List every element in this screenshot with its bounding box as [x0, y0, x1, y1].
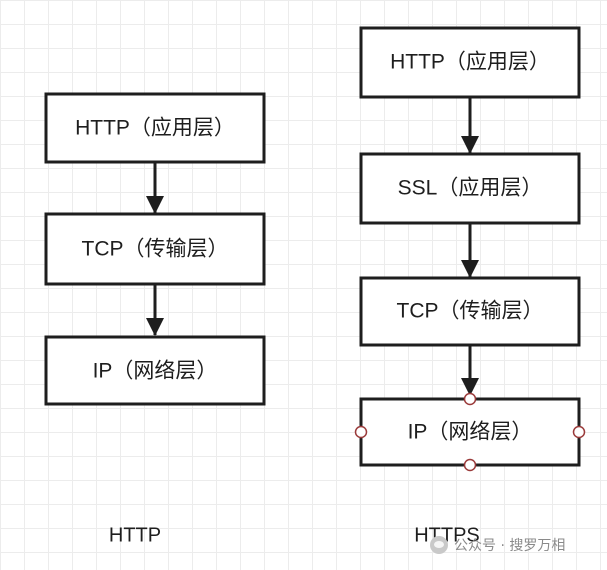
connection-handle-bottom[interactable]	[463, 458, 477, 472]
http-stack-layer-label: IP（网络层）	[93, 360, 218, 383]
http-stack-arrowhead	[146, 318, 164, 336]
watermark: 公众号 · 搜罗万相	[430, 535, 565, 555]
http-stack-caption: HTTP	[109, 524, 161, 546]
http-stack-layer-box	[44, 212, 266, 286]
connection-handle-right[interactable]	[572, 425, 586, 439]
https-stack-arrowhead	[461, 378, 479, 396]
https-stack-layer-box-selected[interactable]	[359, 397, 581, 467]
https-stack-layer-label: IP（网络层）	[408, 421, 533, 444]
https-stack-arrowhead	[461, 136, 479, 154]
https-stack-layer-label: SSL（应用层）	[398, 177, 543, 200]
http-stack-layer-box	[44, 335, 266, 406]
connection-handle-top[interactable]	[463, 392, 477, 406]
https-stack-arrowhead	[461, 260, 479, 278]
https-stack-layer-box	[359, 276, 581, 347]
https-stack-layer-label: HTTP（应用层）	[390, 51, 550, 74]
connection-handle-left[interactable]	[354, 425, 368, 439]
watermark-text: 公众号 · 搜罗万相	[454, 538, 566, 554]
http-stack: HTTP（应用层） TCP（传输层） IP（网络层） HTTP	[44, 92, 266, 546]
https-stack: HTTP（应用层） SSL（应用层） TCP（传输层） IP（网络层） HTTP…	[354, 26, 586, 546]
http-stack-layer-label: HTTP（应用层）	[75, 117, 235, 140]
http-stack-layer-label: TCP（传输层）	[82, 238, 229, 261]
https-stack-layer-box	[359, 26, 581, 99]
http-stack-arrowhead	[146, 196, 164, 214]
wechat-official-account-icon	[430, 536, 448, 554]
http-stack-layer-box	[44, 92, 266, 164]
https-stack-layer-label: TCP（传输层）	[397, 300, 544, 323]
